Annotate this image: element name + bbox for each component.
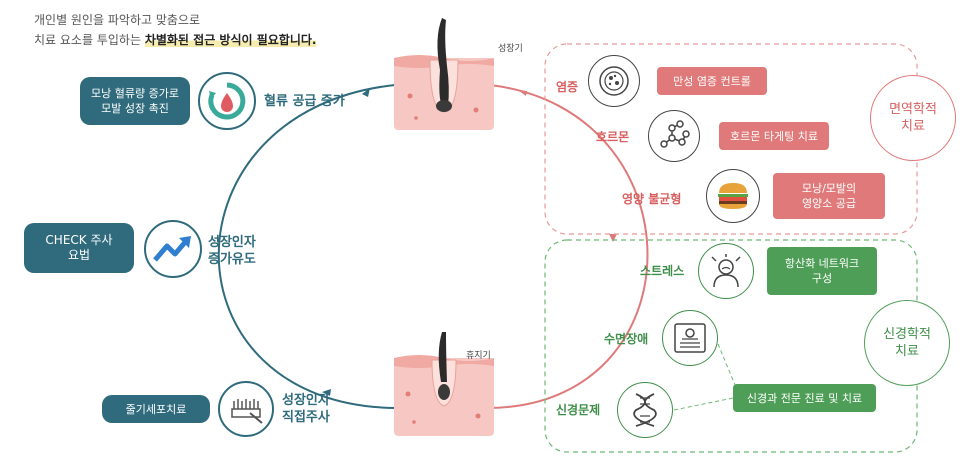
left-item-1-label: 혈류 공급 증가 — [264, 94, 345, 109]
growth-phase-label: 성장기 — [498, 44, 523, 54]
follicle-rest-illustration — [394, 332, 494, 440]
left-item-2-label: 성장인자 증가유도 — [208, 235, 256, 267]
immune-item-2-label: 호르몬 — [596, 130, 630, 144]
intro-highlight: 차별화된 접근 방식이 필요합니다. — [144, 33, 317, 47]
left-item-2-box: CHECK 주사 요법 — [24, 223, 134, 273]
sleeping-person-icon — [662, 310, 718, 366]
intro-line-1: 개인별 원인을 파악하고 맞춤으로 — [34, 13, 201, 27]
cell-icon — [588, 55, 640, 107]
neuro-group-border — [544, 239, 918, 453]
intro-line-2: 치료 요소를 투입하는 차별화된 접근 방식이 필요합니다. — [34, 30, 317, 50]
neuro-shared-box: 신경과 전문 진료 및 치료 — [733, 384, 876, 412]
left-item-1-box: 모낭 혈류량 증가로 모발 성장 촉진 — [80, 77, 190, 125]
neuro-item-3-label: 신경문제 — [556, 403, 601, 417]
neuro-therapy-title: 신경학적 치료 — [864, 300, 950, 386]
cycle-arc-teal — [217, 84, 396, 409]
molecule-icon — [648, 110, 700, 162]
neuro-item-1-box: 항산화 네트워크 구성 — [767, 247, 877, 295]
immune-item-3-label: 영양 불균형 — [622, 192, 682, 206]
dna-icon — [617, 382, 673, 438]
immune-item-3-box: 모낭/모발의 영양소 공급 — [773, 173, 885, 219]
burger-icon — [706, 169, 760, 223]
follicle-growth-illustration — [394, 18, 494, 134]
stressed-person-icon — [698, 243, 754, 299]
neuro-item-2-label: 수면장애 — [604, 332, 649, 346]
immune-therapy-title: 면역학적 치료 — [870, 75, 956, 161]
intro-line-2-plain: 치료 요소를 투입하는 — [34, 33, 145, 47]
immune-item-2-box: 호르몬 타게팅 치료 — [719, 122, 829, 150]
injection-icon — [218, 381, 274, 437]
neuro-item-1-label: 스트레스 — [640, 264, 685, 278]
growth-arrow-icon — [144, 220, 202, 278]
left-item-3-box: 줄기세포치료 — [102, 395, 210, 423]
left-item-3-label: 성장인자 직접주사 — [282, 393, 330, 425]
rest-phase-label: 휴지기 — [466, 351, 491, 361]
blood-drop-cycle-icon — [198, 72, 256, 130]
immune-item-1-label: 염증 — [556, 80, 579, 94]
immune-item-1-box: 만성 염증 컨트롤 — [657, 67, 767, 95]
cycle-arc-pink — [489, 84, 649, 409]
intro-text: 개인별 원인을 파악하고 맞춤으로 치료 요소를 투입하는 차별화된 접근 방식… — [34, 10, 317, 50]
